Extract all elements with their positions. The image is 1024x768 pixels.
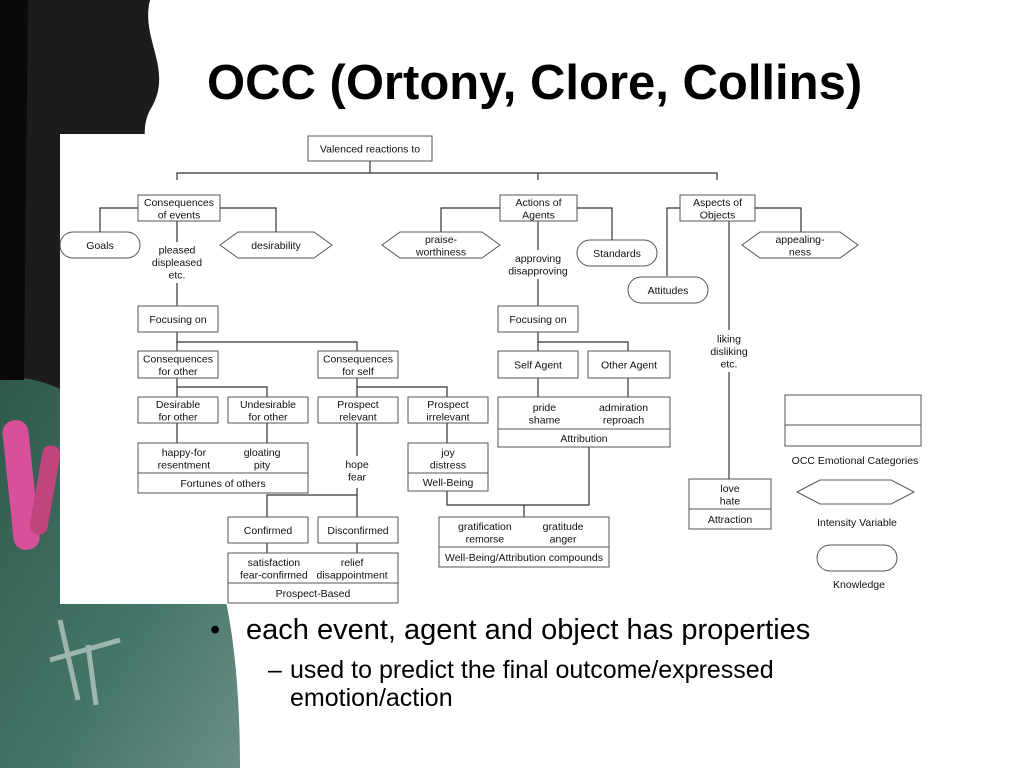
bullet-marker: • (210, 614, 221, 646)
node-attitudes: Attitudes (627, 276, 709, 304)
category-prospect-based-footer: Prospect-Based (276, 588, 351, 600)
node-valenced-reactions: Valenced reactions to (307, 135, 433, 162)
connector-lines (99, 161, 802, 553)
node-other-agent-label: Other Agent (601, 360, 657, 372)
node-other-agent: Other Agent (587, 350, 671, 379)
node-standards-label: Standards (593, 248, 641, 260)
legend-intensity-variable-label: Intensity Variable (817, 517, 897, 529)
node-disconfirmed: Disconfirmed (317, 516, 399, 544)
legend-knowledge-label: Knowledge (833, 579, 885, 591)
node-appealingness-label: appealing-ness (775, 234, 825, 259)
category-attribution-footer: Attribution (560, 433, 607, 445)
legend-knowledge: Knowledge (816, 544, 898, 591)
bullet-main-text: each event, agent and object has propert… (246, 614, 811, 646)
node-goals-label: Goals (86, 240, 113, 252)
node-self-agent: Self Agent (497, 350, 579, 379)
node-disconfirmed-label: Disconfirmed (327, 525, 388, 537)
node-praiseworthiness: praise-worthiness (381, 231, 501, 259)
node-desirability-label: desirability (251, 240, 301, 252)
legend-occ-categories-label: OCC Emotional Categories (792, 455, 919, 467)
node-standards: Standards (576, 239, 658, 267)
slide-title: OCC (Ortony, Clore, Collins) (207, 56, 863, 110)
node-focusing-on-agents: Focusing on (497, 305, 579, 333)
legend-occ-categories: OCC Emotional Categories (784, 394, 922, 467)
category-well-being-footer: Well-Being (423, 477, 474, 489)
bullet-sub-text: used to predict the final outcome/expres… (290, 656, 774, 712)
node-confirmed: Confirmed (227, 516, 309, 544)
node-self-agent-label: Self Agent (514, 360, 562, 372)
node-focusing-on-events: Focusing on (137, 305, 219, 333)
node-valenced-reactions-label: Valenced reactions to (320, 144, 420, 156)
node-appealingness: appealing-ness (741, 231, 859, 259)
category-well-being-attribution-compounds-footer: Well-Being/Attribution compounds (445, 552, 603, 564)
node-focusing-on-agents-label: Focusing on (509, 314, 566, 326)
category-fortunes-of-others-footer: Fortunes of others (180, 478, 265, 490)
node-goals: Goals (60, 231, 141, 259)
node-confirmed-label: Confirmed (244, 525, 293, 537)
node-attitudes-label: Attitudes (648, 285, 689, 297)
node-praiseworthiness-label: praise-worthiness (415, 234, 466, 259)
legend-intensity-variable: Intensity Variable (795, 479, 916, 529)
category-attraction-footer: Attraction (708, 514, 753, 526)
sub-bullet-marker: – (268, 656, 282, 684)
node-focusing-on-events-label: Focusing on (149, 314, 206, 326)
node-desirability: desirability (219, 231, 333, 259)
